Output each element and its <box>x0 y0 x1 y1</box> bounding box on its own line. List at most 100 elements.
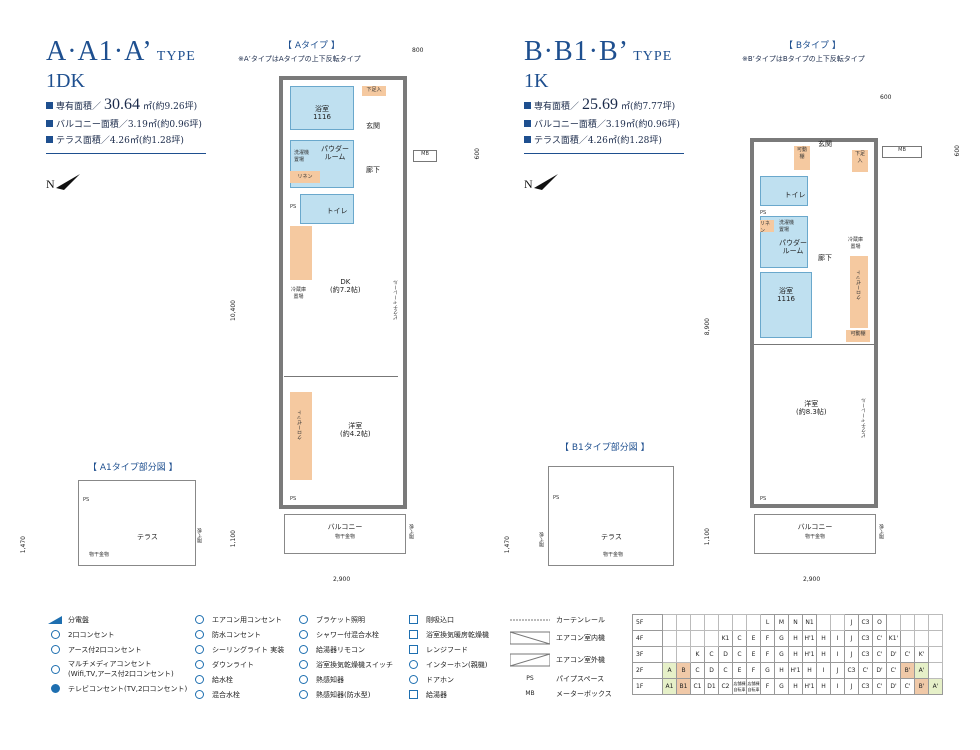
floor-cell <box>732 614 747 631</box>
legend-col2: エアコン用コンセント 防水コンセント シーリングライト 実装 ダウンライト 給水… <box>192 612 302 702</box>
a-plan-note: ※A’タイプはAタイプの上下反転タイプ <box>238 55 361 63</box>
b-fridge: 冷蔵庫 置場 <box>848 237 864 250</box>
a-corridor: 廊下 <box>366 166 380 174</box>
floor-cell <box>718 614 733 631</box>
floor-label: 2F <box>632 662 663 679</box>
b-entrance: 玄関 <box>818 140 832 148</box>
floor-cell: A' <box>928 678 943 695</box>
legend-heater-remote: 給湯器リモコン <box>296 642 408 657</box>
floor-cell: D' <box>886 646 901 663</box>
floor-cell: C' <box>886 662 901 679</box>
floor-cell: B' <box>914 678 929 695</box>
a-ps: PS <box>290 204 297 210</box>
shower-tap-icon <box>296 630 310 640</box>
b-plan-note: ※B’タイプはBタイプの上下反転タイプ <box>742 55 865 63</box>
a-type-heading: A·A1·A’ TYPE 1DK <box>46 36 196 93</box>
legend-curtain-rail: カーテンレール <box>510 612 625 627</box>
legend-intake: 剛吸込口 <box>406 612 516 627</box>
a1-partial-label: 【 A1タイプ部分図 】 <box>88 463 178 473</box>
floor-cell: G <box>774 630 789 647</box>
floor-cell <box>676 630 691 647</box>
a-balcony: バルコニー 物干金物 <box>284 514 406 554</box>
floor-cell: 店舗棟 自転車 <box>746 678 761 695</box>
b-bath: 浴室 1116 <box>760 272 812 338</box>
floor-label: 3F <box>632 646 663 663</box>
floor-cell: C <box>718 662 733 679</box>
floor-cell: A1 <box>662 678 677 695</box>
floor-cell <box>928 630 943 647</box>
floor-cell <box>704 614 719 631</box>
floor-cell: C2 <box>718 678 733 695</box>
legend-outlet: 2口コンセント <box>48 627 198 642</box>
b-dim-side: 600 <box>954 145 961 157</box>
a-type-title-suffix: TYPE <box>156 49 196 64</box>
floor-cell: I <box>816 662 831 679</box>
legend-water-tap: 給水栓 <box>192 672 302 687</box>
floor-cell: J <box>844 646 859 663</box>
b-divider <box>524 153 684 154</box>
b1-partial-label: 【 B1タイプ部分図 】 <box>560 443 650 453</box>
bracket-light-icon <box>296 615 310 625</box>
water-tap-icon <box>192 675 206 685</box>
floor-cell: C <box>732 630 747 647</box>
floor-cell: E <box>746 646 761 663</box>
b-ps: PS <box>760 210 767 216</box>
b-dim-height: 8,900 <box>704 318 711 336</box>
floor-cell: C' <box>900 678 915 695</box>
floor-cell: F <box>760 646 775 663</box>
floor-cell: K1 <box>718 630 733 647</box>
a-dim-side: 600 <box>474 148 481 160</box>
intercom-icon <box>406 660 420 670</box>
b-closet: クローゼット <box>850 256 868 328</box>
b-toilet: トイレ <box>760 176 808 206</box>
floor-cell: C' <box>872 646 887 663</box>
floor-cell <box>662 614 677 631</box>
floor-cell: J <box>830 662 845 679</box>
legend-shower-tap: シャワー付混合水栓 <box>296 627 408 642</box>
a-dim-width: 2,900 <box>333 576 351 583</box>
b-dim-top: 600 <box>880 94 892 101</box>
floor-cell: C3 <box>858 614 873 631</box>
a-bath: 浴室 1116 <box>290 86 354 130</box>
floor-cell: B' <box>900 662 915 679</box>
floor-cell: H <box>788 630 803 647</box>
floor-cell: C' <box>858 662 873 679</box>
floor-cell: C <box>732 646 747 663</box>
floor-cell <box>928 662 943 679</box>
legend-water-heater: 給湯器 <box>406 687 516 702</box>
a-dim-balcony: 1,100 <box>230 530 237 548</box>
legend-earth-outlet: アース付2口コンセント <box>48 642 198 657</box>
a-closet: クローゼット <box>290 392 312 480</box>
ac-outdoor-icon <box>510 653 550 667</box>
ceiling-light-icon <box>192 645 206 655</box>
floor-cell: J <box>844 614 859 631</box>
floor-cell: H'1 <box>802 630 817 647</box>
floor-cell: F <box>760 678 775 695</box>
b-picture-rail: ピクチャーレール <box>861 398 867 438</box>
legend-heat-sensor-waterproof: 熱感知器(防水型) <box>296 687 408 702</box>
floor-cell: C' <box>872 630 887 647</box>
floor-cell: H <box>788 646 803 663</box>
floor-label: 4F <box>632 630 663 647</box>
floor-cell: D' <box>872 662 887 679</box>
a-picture-rail: ピクチャーレール <box>393 280 399 320</box>
floor-cell <box>746 614 761 631</box>
floor-cell: M <box>774 614 789 631</box>
b1-dim-height: 1,470 <box>504 536 511 554</box>
legend-downlight: ダウンライト <box>192 657 302 672</box>
floor-cell <box>928 646 943 663</box>
a-ps-2: PS <box>290 496 297 502</box>
legend-bracket-light: ブラケット照明 <box>296 612 408 627</box>
a-fridge: 冷蔵庫 置場 <box>291 287 307 300</box>
floor-cell: B1 <box>676 678 691 695</box>
a1-partition-board: 隔て板 <box>197 528 203 543</box>
floor-cell: J <box>844 678 859 695</box>
meter-box-icon: MB <box>525 690 535 697</box>
earth-outlet-icon <box>48 645 62 655</box>
floor-cell: A <box>662 662 677 679</box>
floor-cell: C3 <box>844 662 859 679</box>
